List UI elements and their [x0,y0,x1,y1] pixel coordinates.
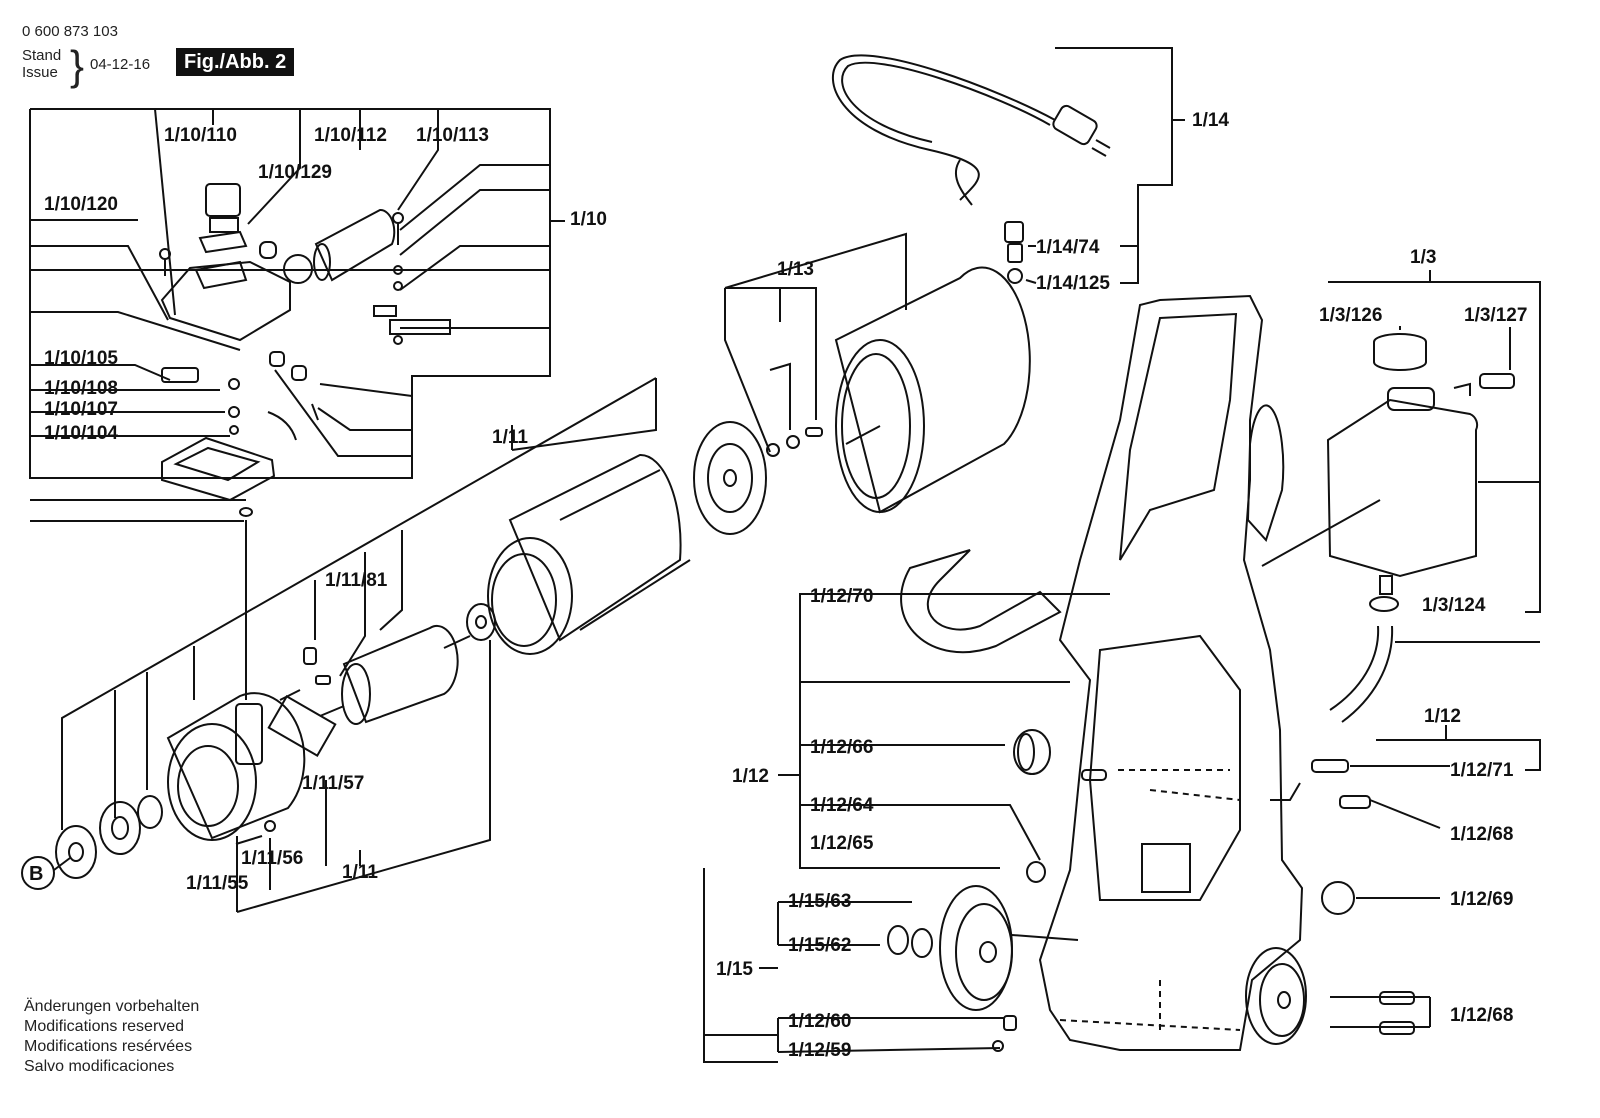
label-1-15-62: 1/15/62 [788,935,851,956]
label-1-14: 1/14 [1192,110,1229,131]
note-es: Salvo modificaciones [24,1058,175,1075]
label-1-11-57: 1/11/57 [302,773,364,794]
label-1-15-63: 1/15/63 [788,891,851,912]
doc-number: 0 600 873 103 [22,23,118,40]
label-1-12-left: 1/12 [732,766,769,787]
label-1-10-107: 1/10/107 [44,399,118,420]
brace-glyph: } [70,42,85,89]
callout-b-circle [21,856,55,890]
label-1-12-66: 1/12/66 [810,737,873,758]
label-1-10-112: 1/10/112 [314,125,387,146]
fan-cover-sketch [693,266,1031,535]
issue-label: Issue [22,64,58,81]
label-1-12-60: 1/12/60 [788,1011,851,1032]
bracket-1-3 [1328,270,1541,643]
label-1-10-113: 1/10/113 [416,125,489,146]
callout-labels: 1/10/110 1/10/129 1/10/112 1/10/113 1/10… [29,110,1527,1061]
label-1-10-105: 1/10/105 [44,348,118,369]
label-1-14-125: 1/14/125 [1036,273,1110,294]
label-1-12-68a: 1/12/68 [1450,824,1513,845]
label-1-12-top: 1/12 [1424,706,1461,727]
label-1-10-104: 1/10/104 [44,423,118,444]
bracket-1-11 [61,377,657,913]
issue-date: 04-12-16 [90,56,151,73]
switch-parts-sketch [159,183,451,700]
label-1-11-55: 1/11/55 [186,873,249,894]
bracket-1-10 [29,108,565,522]
label-1-3: 1/3 [1410,247,1436,268]
label-1-12-70: 1/12/70 [810,586,873,607]
label-1-11-top: 1/11 [492,427,528,448]
bracket-1-14 [1055,47,1185,284]
power-cord-sketch [831,54,1111,284]
water-tank-sketch [1261,333,1515,723]
label-1-3-126: 1/3/126 [1319,305,1382,326]
label-1-12-59: 1/12/59 [788,1040,851,1061]
label-1-11-bottom: 1/11 [342,862,378,883]
bracket-1-12 [703,593,1541,1063]
label-b: B [29,863,43,885]
label-1-12-68b: 1/12/68 [1450,1005,1513,1026]
label-1-3-124: 1/3/124 [1422,595,1486,616]
label-1-10: 1/10 [570,209,607,230]
note-fr: Modifications resérvées [24,1038,193,1055]
label-1-10-129: 1/10/129 [258,162,332,183]
label-1-12-65: 1/12/65 [810,833,874,854]
label-1-15: 1/15 [716,959,753,980]
stand-label: Stand [22,47,62,64]
label-1-14-74: 1/14/74 [1036,237,1100,258]
note-en: Modifications reserved [24,1018,185,1035]
label-1-12-69: 1/12/69 [1450,889,1513,910]
label-1-13: 1/13 [777,259,814,280]
motor-parts-sketch [55,453,691,879]
housing-sketch [887,294,1415,1052]
figure-badge: Fig./Abb. 2 [176,48,295,76]
label-1-12-71: 1/12/71 [1450,760,1514,781]
label-1-10-120: 1/10/120 [44,194,118,215]
label-1-10-108: 1/10/108 [44,378,118,399]
note-de: Änderungen vorbehalten [24,998,200,1015]
label-1-12-64: 1/12/64 [810,795,874,816]
bracket-1-13 [724,232,907,453]
label-1-11-81: 1/11/81 [325,570,388,591]
label-1-10-110: 1/10/110 [164,125,237,146]
label-1-11-56: 1/11/56 [241,848,303,869]
label-1-3-127: 1/3/127 [1464,305,1527,326]
